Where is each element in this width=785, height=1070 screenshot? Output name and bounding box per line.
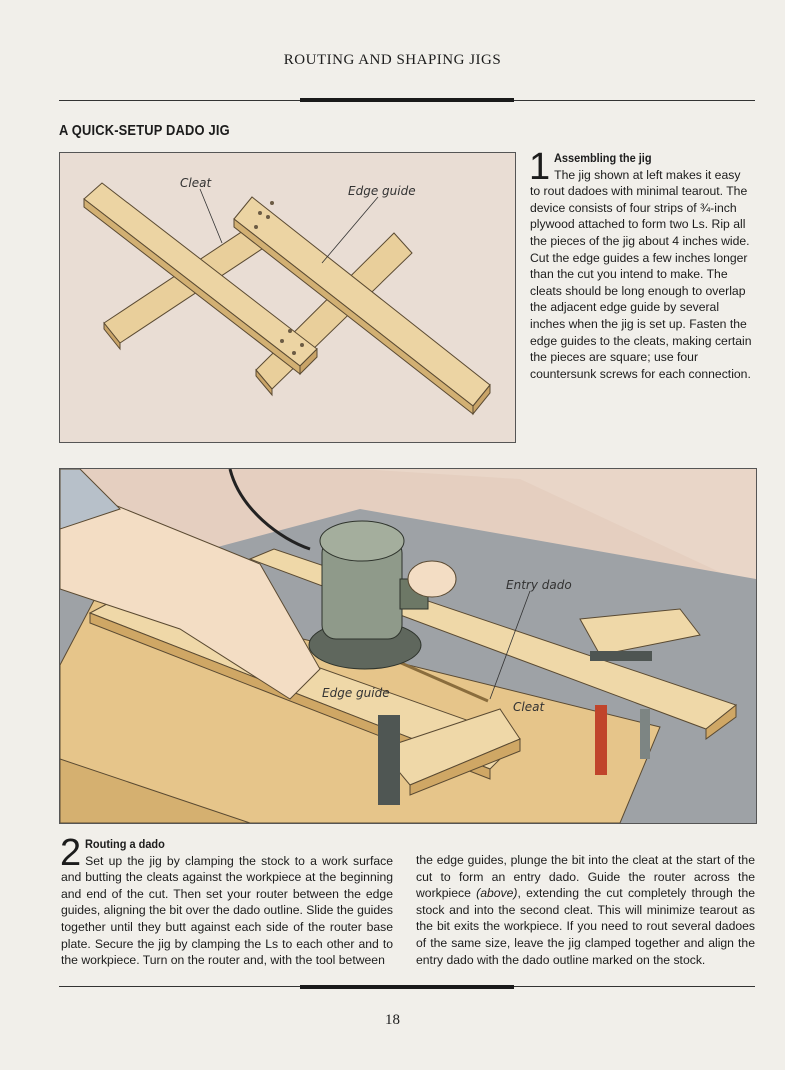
step-2-heading: Routing a dado xyxy=(85,837,165,851)
step-1: 1 Assembling the jig The jig shown at le… xyxy=(529,146,752,382)
step-1-number: 1 xyxy=(529,146,551,188)
step-2-body-col2-a: the edge guides, plunge the bit into the… xyxy=(416,853,755,901)
label-entry-dado: Entry dado xyxy=(506,578,572,592)
label-cleat: Cleat xyxy=(180,176,212,190)
figure-jig-assembly: Cleat Edge guide xyxy=(59,152,516,443)
router-cord xyxy=(228,469,311,551)
header-rule-accent xyxy=(300,98,514,102)
section-title: A QUICK-SETUP DADO JIG xyxy=(59,122,230,139)
clamp-right xyxy=(590,651,652,661)
step-2-body-col2-b: , extending the cut completely through t… xyxy=(416,886,755,967)
step-1-heading: Assembling the jig xyxy=(554,151,652,165)
operator-arm xyxy=(60,498,321,700)
step-2-col-1: 2 Routing a dado Set up the jig by clamp… xyxy=(60,832,394,969)
step-2-number: 2 xyxy=(60,832,82,874)
label-edge-guide: Edge guide xyxy=(348,184,416,198)
clamp-front xyxy=(378,715,400,805)
step-2-body-col1: Set up the jig by clamping the stock to … xyxy=(61,853,394,968)
label-edge-guide-2: Edge guide xyxy=(322,686,390,700)
figure-routing-dado: Entry dado Edge guide Cleat xyxy=(59,468,757,824)
label-cleat-2: Cleat xyxy=(513,700,545,714)
step-1-body: The jig shown at left makes it easy to r… xyxy=(530,167,752,381)
cleat-upper xyxy=(579,608,701,656)
step-2-body-col2-italic: (above) xyxy=(476,886,518,901)
page-number: 18 xyxy=(385,1012,400,1028)
step-2-col-2: the edge guides, plunge the bit into the… xyxy=(416,852,755,968)
footer-rule-accent xyxy=(300,985,514,989)
page-header-title: ROUTING AND SHAPING JIGS xyxy=(283,52,502,68)
